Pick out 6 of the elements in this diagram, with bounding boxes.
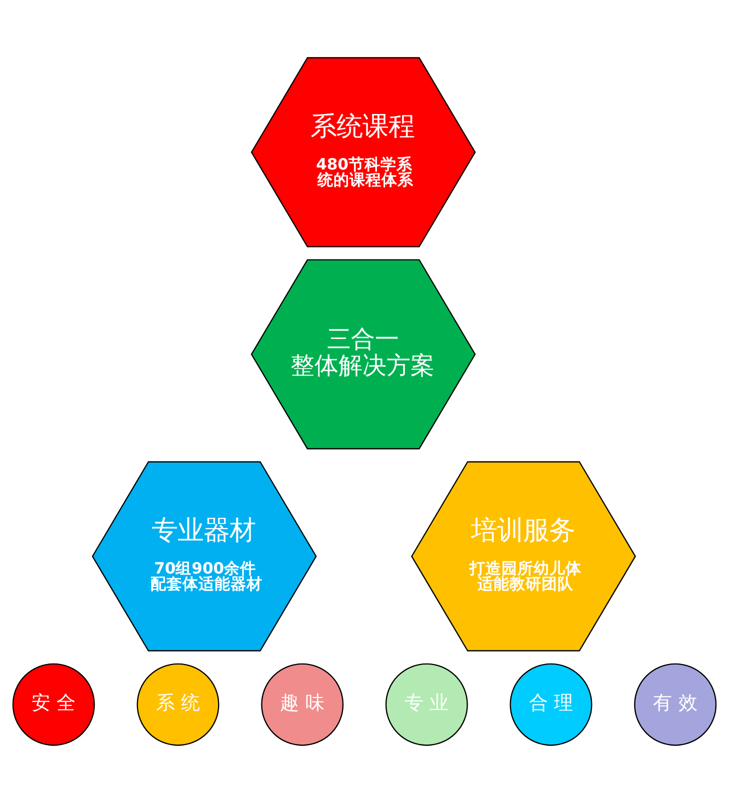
node-circle: 合 理	[510, 663, 592, 746]
node-circle: 专 业	[385, 663, 468, 746]
node-circle: 有 效	[634, 663, 717, 746]
node-circle: 安 全	[12, 663, 95, 746]
node-circle: 趣 味	[261, 663, 344, 746]
node-circle: 系 统	[136, 663, 220, 746]
